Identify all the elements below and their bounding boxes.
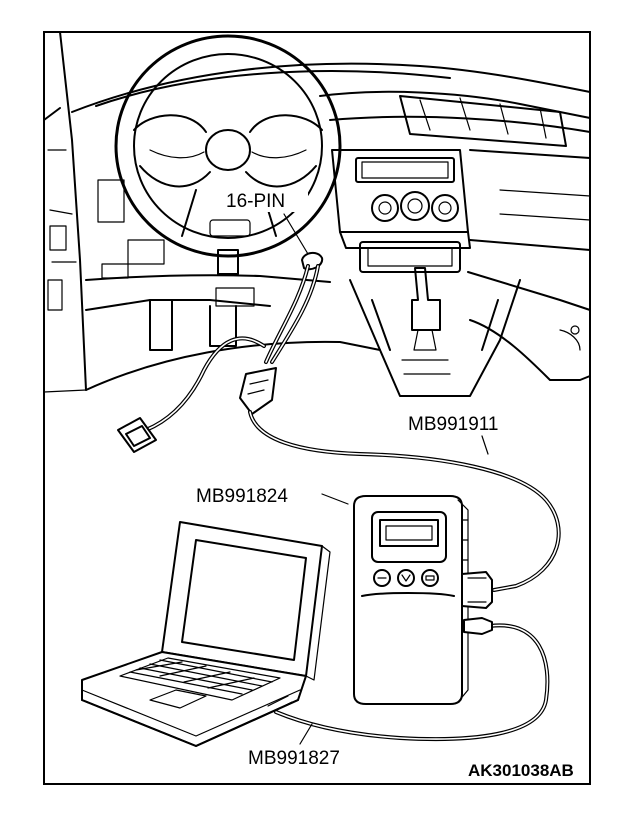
usb-cable-leader bbox=[299, 723, 313, 745]
usb-cable-label: MB991827 bbox=[248, 748, 340, 769]
car-interior bbox=[43, 31, 591, 397]
steering-wheel bbox=[114, 34, 342, 275]
vci-unit bbox=[353, 495, 493, 705]
cable-main-leader bbox=[481, 435, 489, 455]
cable-harness bbox=[117, 252, 561, 742]
laptop bbox=[81, 521, 331, 747]
cable-main-label: MB991911 bbox=[408, 414, 499, 435]
vci-label: MB991824 bbox=[196, 486, 288, 507]
connector-leader bbox=[283, 213, 309, 255]
figure-code: AK301038AB bbox=[468, 761, 574, 780]
figure-border bbox=[43, 31, 591, 785]
labels: 16-PIN MB991911 MB991824 MB991827 AK3010… bbox=[196, 188, 574, 780]
vci-leader bbox=[321, 493, 349, 505]
connector-label: 16-PIN bbox=[226, 191, 285, 212]
